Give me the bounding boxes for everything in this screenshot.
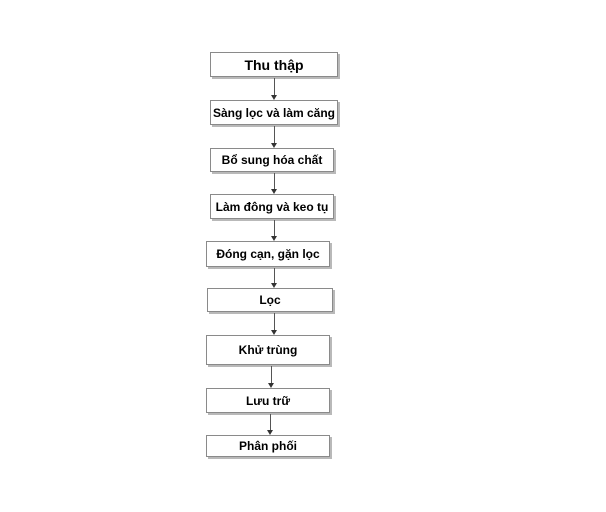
step-label: Làm đông và keo tụ xyxy=(215,199,329,214)
step-label: Thu thập xyxy=(244,56,304,73)
step-box-filtration: Lọc xyxy=(207,288,333,312)
step-label: Sàng lọc và làm căng xyxy=(212,105,336,120)
connector-line xyxy=(274,268,275,283)
arrow-down-icon xyxy=(271,283,277,288)
step-label: Đóng cạn, gặn lọc xyxy=(216,247,320,261)
connector-line xyxy=(274,126,275,143)
arrow-down-icon xyxy=(267,430,273,435)
step-label: Lọc xyxy=(259,293,281,307)
arrow-down-icon xyxy=(271,95,277,100)
step-label: Khử trùng xyxy=(238,343,298,357)
step-label: Bổ sung hóa chất xyxy=(221,153,323,167)
step-label: Lưu trữ xyxy=(245,393,291,408)
connector-line xyxy=(274,220,275,236)
step-box-coagulation: Làm đông và keo tụ xyxy=(210,194,334,219)
connector-line xyxy=(274,78,275,95)
step-box-screening: Sàng lọc và làm căng xyxy=(210,100,338,125)
arrow-down-icon xyxy=(271,236,277,241)
step-box-storage: Lưu trữ xyxy=(206,388,330,413)
step-box-chemical-addition: Bổ sung hóa chất xyxy=(210,148,334,172)
arrow-down-icon xyxy=(271,330,277,335)
arrow-down-icon xyxy=(271,189,277,194)
connector-line xyxy=(271,366,272,383)
connector-line xyxy=(274,173,275,189)
arrow-down-icon xyxy=(271,143,277,148)
step-box-distribution: Phân phối xyxy=(206,435,330,457)
step-box-sedimentation: Đóng cạn, gặn lọc xyxy=(206,241,330,267)
step-label: Phân phối xyxy=(239,439,297,453)
step-box-collection: Thu thập xyxy=(210,52,338,77)
step-box-disinfection: Khử trùng xyxy=(206,335,330,365)
connector-line xyxy=(274,313,275,330)
arrow-down-icon xyxy=(268,383,274,388)
connector-line xyxy=(270,414,271,430)
